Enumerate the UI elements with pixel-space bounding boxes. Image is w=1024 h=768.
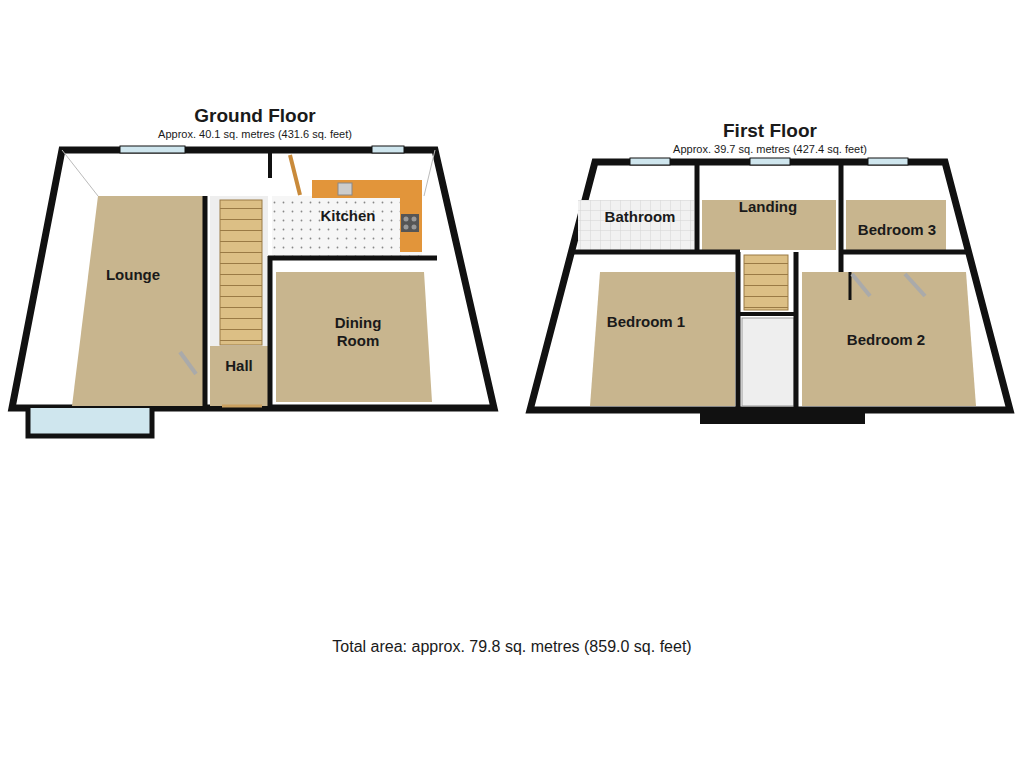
room-area: Bathroom: [588, 200, 692, 234]
floor-plan: First FloorApprox. 39.7 sq. metres (427.…: [525, 120, 1015, 420]
room-label: Landing: [739, 198, 797, 216]
room-area: Landing: [712, 190, 824, 224]
room-label: Dining Room: [323, 314, 393, 350]
room-area: Hall: [214, 352, 264, 380]
room-area: Lounge: [75, 200, 191, 350]
room-area: Kitchen: [278, 196, 418, 236]
room-label: Lounge: [106, 266, 160, 284]
room-area: Bedroom 3: [848, 214, 946, 246]
floor-area-text: Approx. 40.1 sq. metres (431.6 sq. feet): [10, 127, 500, 141]
first-floor-plan: [530, 158, 1010, 424]
room-label: Bedroom 2: [847, 331, 925, 349]
room-area: Bedroom 2: [830, 308, 942, 372]
room-area: Dining Room: [318, 300, 398, 364]
total-area-caption: Total area: approx. 79.8 sq. metres (859…: [0, 637, 1024, 657]
room-label: Bathroom: [605, 208, 676, 226]
room-area: Bedroom 1: [596, 290, 696, 354]
room-label: Kitchen: [320, 207, 375, 225]
room-label: Bedroom 1: [607, 313, 685, 331]
floor-heading: Ground Floor: [10, 105, 500, 127]
room-label: Hall: [225, 357, 253, 375]
ground-floor-plan: [12, 146, 494, 436]
floor-area-text: Approx. 39.7 sq. metres (427.4 sq. feet): [525, 142, 1015, 156]
room-label: Bedroom 3: [858, 221, 936, 239]
floor-plan: Ground FloorApprox. 40.1 sq. metres (431…: [10, 105, 500, 445]
floor-heading: First Floor: [525, 120, 1015, 142]
